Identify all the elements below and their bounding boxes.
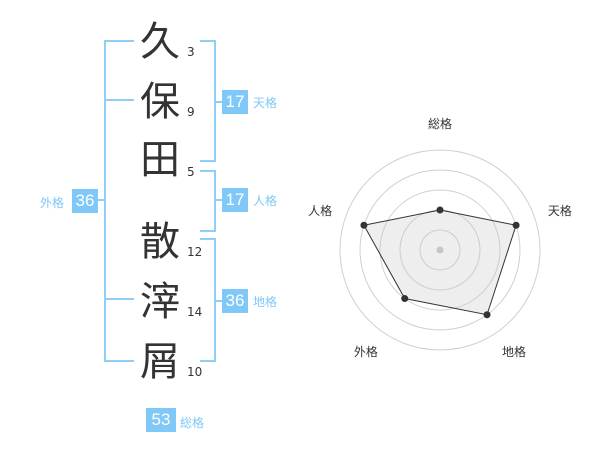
name-char-5: 滓 xyxy=(140,279,180,325)
tenkaku-bracket-stem xyxy=(214,101,224,103)
jinkaku-bracket-stem xyxy=(214,199,224,201)
soukaku-label: 総格 xyxy=(180,416,205,430)
jinkaku-label: 人格 xyxy=(253,194,278,208)
jinkaku-bracket xyxy=(200,170,216,232)
radar-center-dot xyxy=(436,246,444,254)
radar-point-5 xyxy=(360,221,368,229)
radar-axis-label-4: 外格 xyxy=(354,344,378,359)
chikaku-value: 36 xyxy=(222,289,248,313)
radar-polygon xyxy=(363,209,517,316)
radar-ring-5 xyxy=(339,149,541,351)
soukaku-value: 53 xyxy=(146,408,176,432)
radar-ring-3 xyxy=(379,189,501,311)
gaikaku-bracket-stem xyxy=(96,199,106,201)
name-char-6: 屑 xyxy=(140,339,180,385)
chikaku-label: 地格 xyxy=(253,295,278,309)
gaikaku-bracket-tick-2 xyxy=(106,298,134,300)
radar-point-3 xyxy=(483,311,491,319)
gaikaku-value: 36 xyxy=(72,189,98,213)
stroke-count-5: 14 xyxy=(187,305,203,319)
radar-ring-4 xyxy=(359,169,521,331)
radar-point-4 xyxy=(401,295,409,303)
chikaku-bracket-stem xyxy=(214,300,224,302)
radar-axis-label-5: 人格 xyxy=(308,203,332,218)
radar-point-1 xyxy=(436,206,444,214)
gaikaku-bracket-tick-1 xyxy=(106,99,134,101)
gaikaku-label: 外格 xyxy=(40,196,65,210)
radar-axis-label-2: 天格 xyxy=(548,203,572,218)
stroke-count-3: 5 xyxy=(187,165,195,179)
stroke-count-1: 3 xyxy=(187,45,195,59)
tenkaku-label: 天格 xyxy=(253,96,278,110)
stroke-count-6: 10 xyxy=(187,365,203,379)
stroke-count-2: 9 xyxy=(187,105,195,119)
name-char-2: 保 xyxy=(140,79,180,125)
radar-point-2 xyxy=(512,221,520,229)
radar-axis-label-1: 総格 xyxy=(428,116,452,131)
radar-axis-label-3: 地格 xyxy=(502,344,526,359)
name-char-3: 田 xyxy=(140,137,180,183)
jinkaku-value: 17 xyxy=(222,188,248,212)
tenkaku-value: 17 xyxy=(222,90,248,114)
stroke-count-4: 12 xyxy=(187,245,203,259)
radar-ring-1 xyxy=(419,229,461,271)
name-char-1: 久 xyxy=(140,19,180,65)
name-char-4: 散 xyxy=(140,219,180,265)
gaikaku-bracket xyxy=(104,40,134,362)
